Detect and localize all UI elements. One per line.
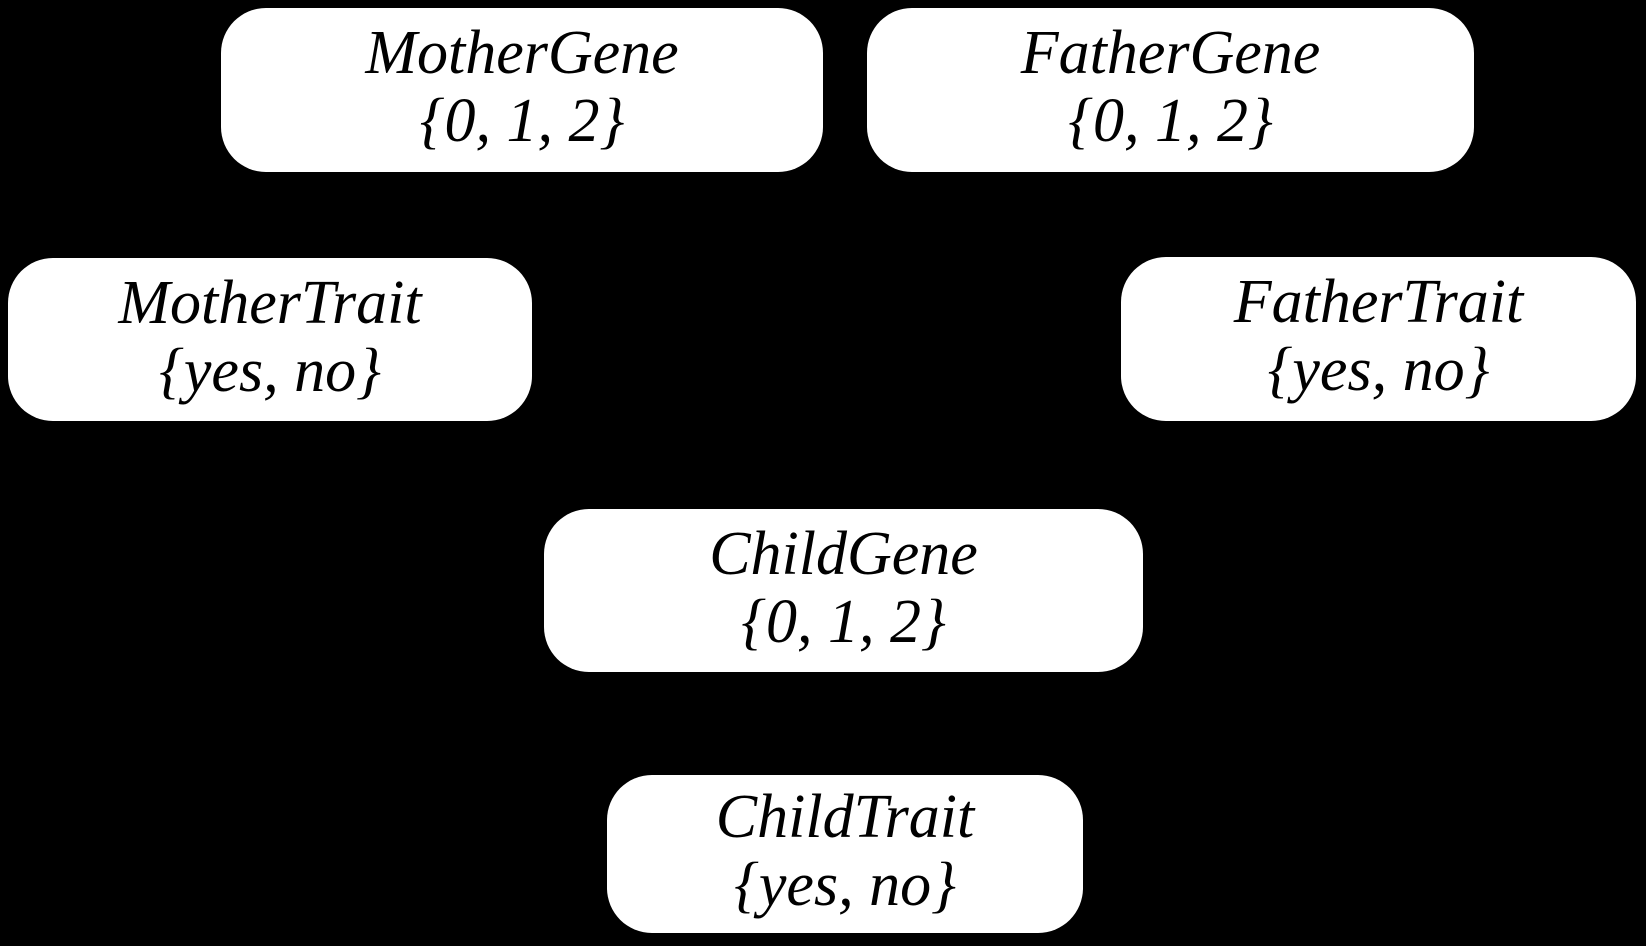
node-child-gene-label: ChildGene: [709, 519, 978, 588]
node-child-gene: ChildGene {0, 1, 2}: [544, 509, 1143, 672]
node-father-trait: FatherTrait {yes, no}: [1121, 257, 1636, 421]
node-mother-trait-label: MotherTrait: [118, 268, 422, 337]
node-father-trait-label: FatherTrait: [1233, 268, 1524, 336]
node-mother-gene-values: {0, 1, 2}: [419, 87, 625, 155]
node-mother-trait-values: {yes, no}: [159, 336, 381, 405]
node-mother-trait: MotherTrait {yes, no}: [8, 258, 532, 421]
node-child-trait-values: {yes, no}: [734, 851, 956, 919]
node-child-gene-values: {0, 1, 2}: [741, 587, 946, 656]
node-child-trait: ChildTrait {yes, no}: [607, 775, 1083, 933]
node-father-trait-values: {yes, no}: [1267, 336, 1490, 404]
node-child-trait-label: ChildTrait: [715, 783, 975, 851]
node-father-gene: FatherGene {0, 1, 2}: [867, 8, 1474, 172]
node-mother-gene-label: MotherGene: [365, 19, 679, 87]
node-father-gene-label: FatherGene: [1020, 19, 1321, 87]
node-mother-gene: MotherGene {0, 1, 2}: [221, 8, 823, 172]
node-father-gene-values: {0, 1, 2}: [1068, 87, 1273, 155]
